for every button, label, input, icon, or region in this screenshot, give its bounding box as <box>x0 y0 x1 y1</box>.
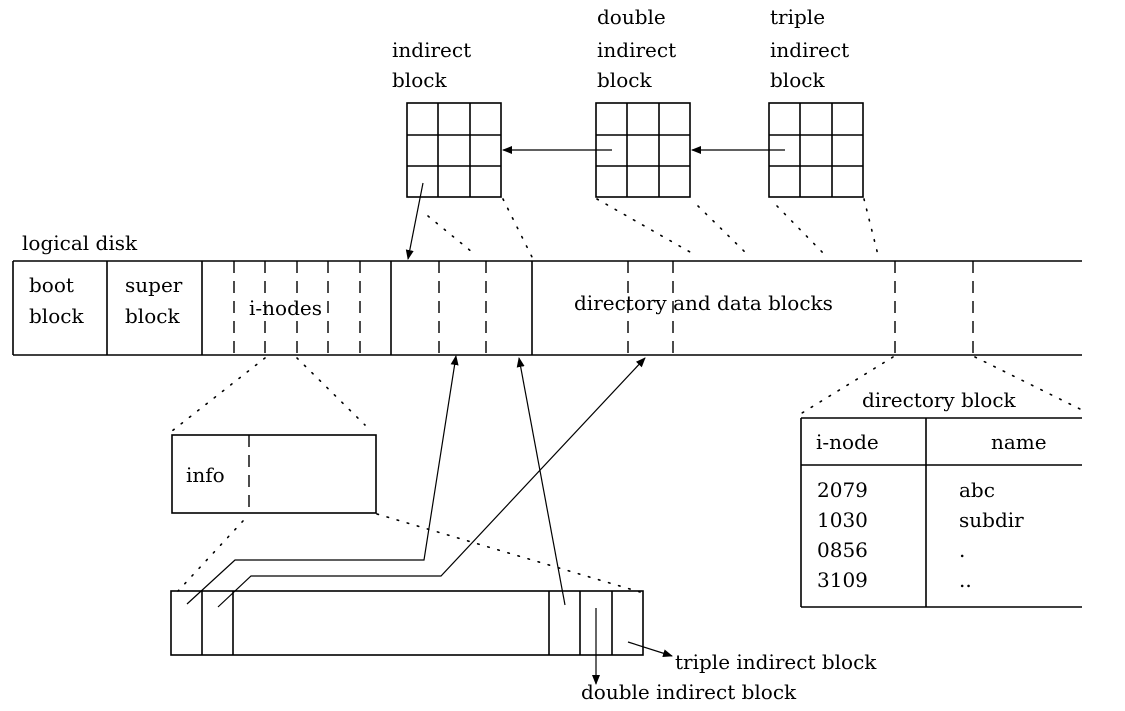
triple-indirect-label: triple indirect block <box>770 5 849 92</box>
table-row: 3109 .. <box>817 568 972 592</box>
label-line: indirect <box>392 38 471 62</box>
inode-cell: 0856 <box>817 538 868 562</box>
inode-cell: 3109 <box>817 568 868 592</box>
inode-cell: 1030 <box>817 508 868 532</box>
logical-disk <box>12 260 1082 356</box>
label-line: block <box>29 304 84 328</box>
inode-expansion-dots <box>171 357 641 593</box>
directory-table: i-node name 2079 abc 1030 subdir 0856 . … <box>800 417 1082 608</box>
label-line: indirect <box>770 38 849 62</box>
super-block: super block <box>125 273 183 328</box>
label-line: block <box>125 304 180 328</box>
label-line: block <box>770 68 825 92</box>
inode-info-box: info <box>171 434 377 514</box>
label-line: triple <box>770 5 825 29</box>
inode-cell: 2079 <box>817 478 868 502</box>
double-indirect-label: double indirect block <box>597 5 676 92</box>
name-cell: subdir <box>959 508 1024 532</box>
indirect-expansion-dots <box>427 198 880 260</box>
label-line: block <box>597 68 652 92</box>
boot-block: boot block <box>29 273 84 328</box>
name-cell: . <box>959 538 965 562</box>
data-blocks-label: directory and data blocks <box>574 291 833 315</box>
triple-indirect-caption: triple indirect block <box>675 650 877 674</box>
single-indirect-to-disk-arrow <box>405 182 424 260</box>
name-cell: .. <box>959 568 972 592</box>
triple-indirect-arrow <box>627 641 673 658</box>
label-line: boot <box>29 273 74 297</box>
single-indirect-grid <box>406 102 502 198</box>
header-name: name <box>991 430 1047 454</box>
label-line: double <box>597 5 666 29</box>
name-cell: abc <box>959 478 995 502</box>
header-inode: i-node <box>816 430 879 454</box>
direct-pointer-arrows <box>186 355 646 608</box>
inodes-label: i-nodes <box>249 296 322 320</box>
logical-disk-label: logical disk <box>22 231 138 255</box>
label-line: indirect <box>597 38 676 62</box>
table-row: 2079 abc <box>817 478 995 502</box>
info-label: info <box>186 463 225 487</box>
double-indirect-caption: double indirect block <box>581 680 797 704</box>
table-row: 0856 . <box>817 538 965 562</box>
directory-expansion-dots <box>801 356 1083 414</box>
label-line: super <box>125 273 183 297</box>
table-row: 1030 subdir <box>817 508 1024 532</box>
single-indirect-label: indirect block <box>392 38 471 92</box>
inode-address-block <box>170 590 644 656</box>
triple-indirect-grid <box>768 102 864 198</box>
label-line: block <box>392 68 447 92</box>
directory-block-title: directory block <box>862 388 1017 412</box>
